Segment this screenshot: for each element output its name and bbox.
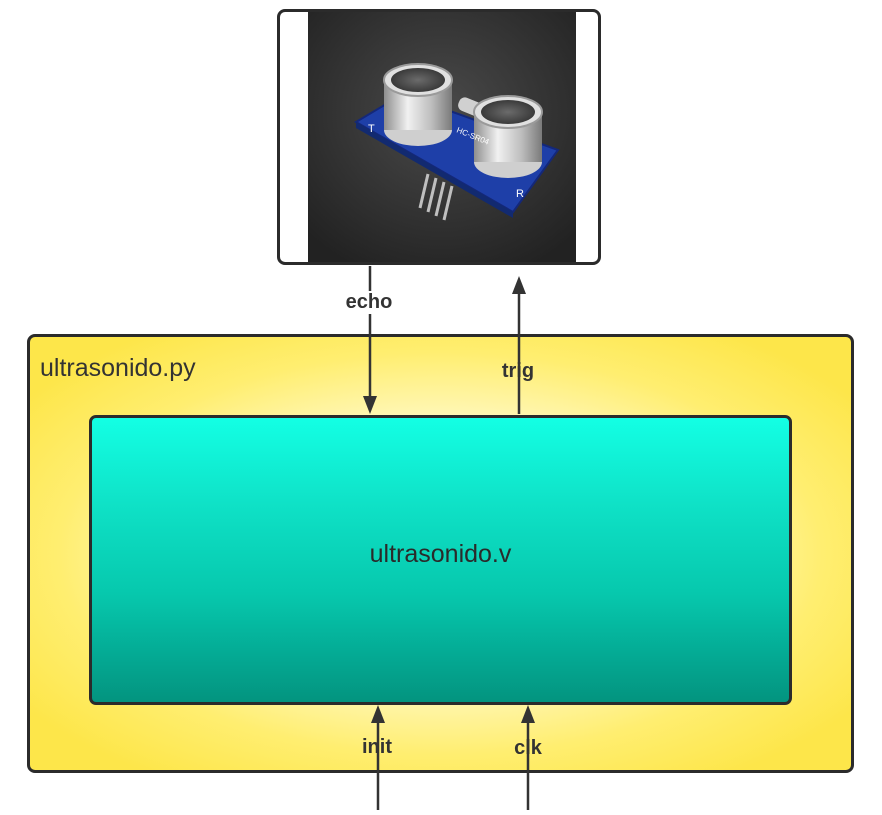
sensor-marking-t: T [368,123,375,135]
sensor-image-frame: T R HC-SR04 [277,9,601,265]
echo-label: echo [329,291,409,314]
clk-label: clk [514,737,542,759]
sensor-marking-r: R [516,188,524,200]
verilog-module-box [89,415,792,705]
init-label: init [362,736,392,758]
python-module-label: ultrasonido.py [40,354,196,382]
trig-label: trig [501,360,535,382]
trig-arrowhead [512,276,526,294]
verilog-module-label: ultrasonido.v [369,540,512,568]
ultrasonic-sensor-image: T R HC-SR04 [308,12,576,262]
